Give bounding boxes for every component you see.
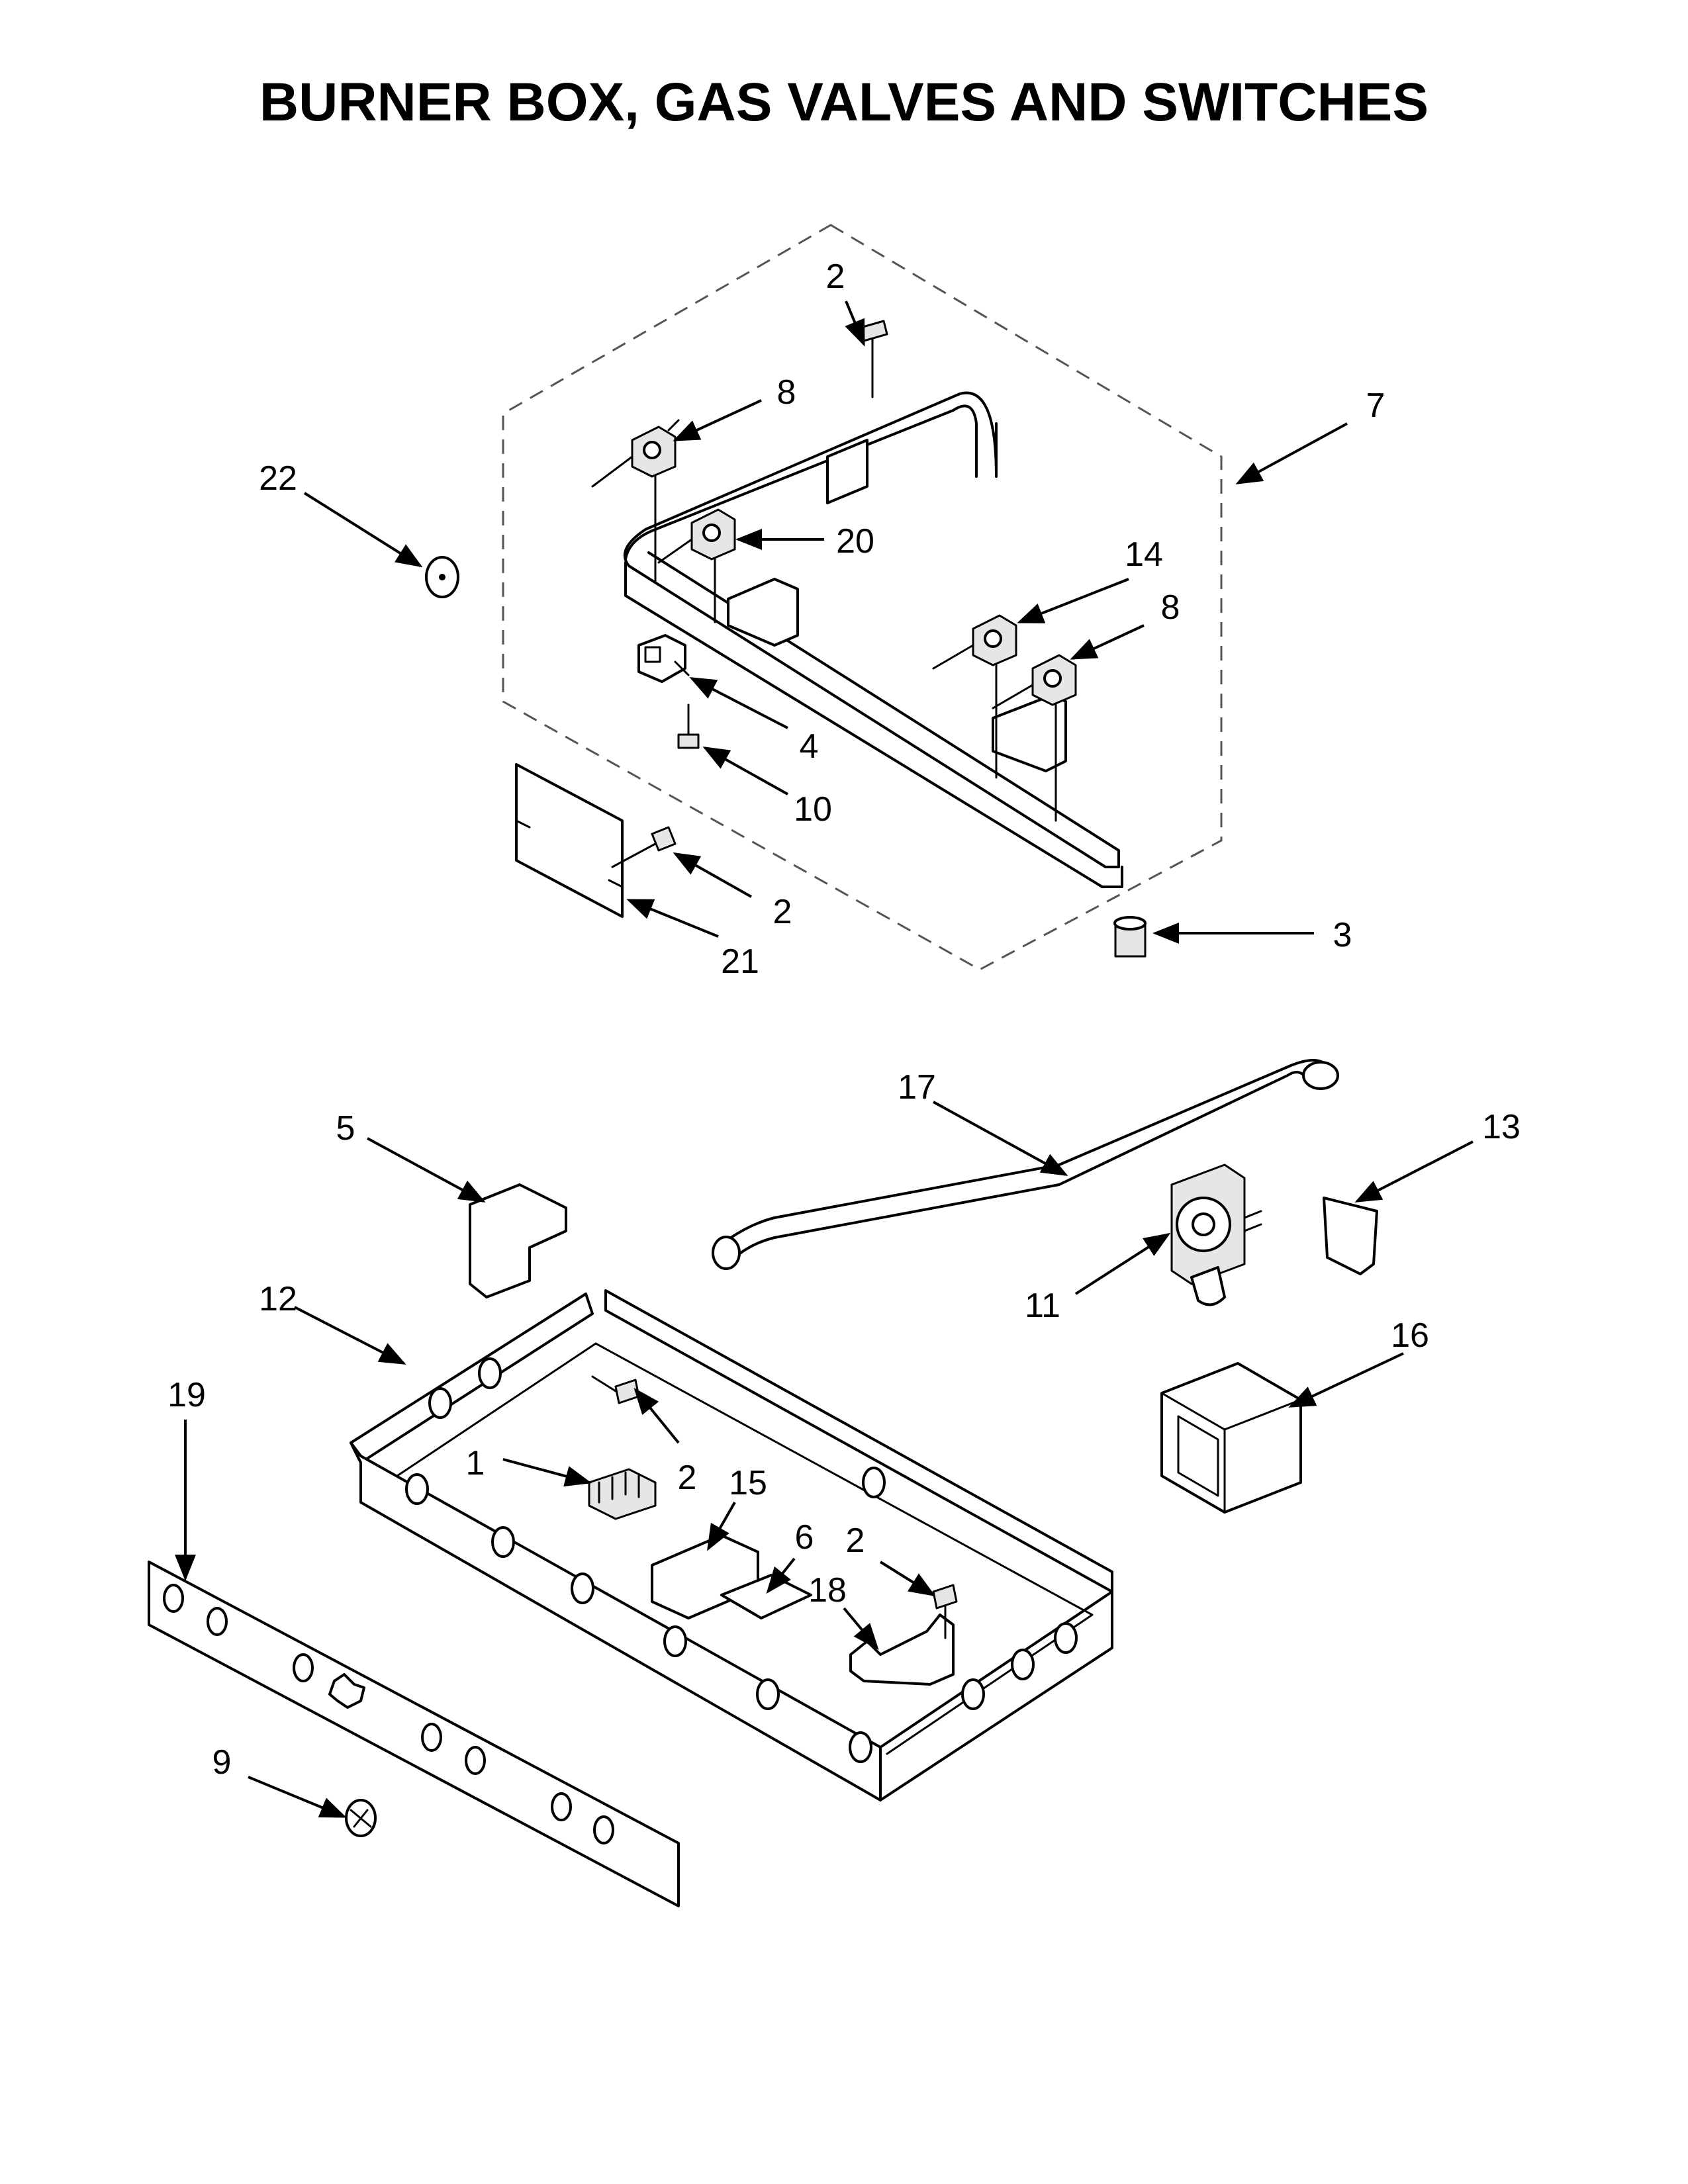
callout-3: 3 <box>1333 916 1352 954</box>
screw-top <box>859 320 888 398</box>
callout-15: 15 <box>729 1464 767 1502</box>
washer <box>425 556 459 598</box>
tray-holes <box>405 1357 1078 1763</box>
knob <box>345 1799 377 1837</box>
callout-labels: 2 8 7 22 20 14 8 4 10 2 21 3 17 13 5 11 … <box>167 257 1521 1782</box>
callout-11: 11 <box>1025 1287 1060 1325</box>
callout-5: 5 <box>336 1109 355 1148</box>
screw-small <box>677 704 700 749</box>
manifold-bracket-mid <box>727 578 799 647</box>
callout-2-tray: 2 <box>678 1459 697 1497</box>
junction-box <box>1160 1362 1302 1514</box>
pressure-regulator <box>1170 1163 1262 1306</box>
callout-21: 21 <box>721 942 759 981</box>
manifold-pipe <box>623 391 1120 868</box>
manifold-assembly-group <box>425 224 1223 971</box>
callout-2-bracket: 2 <box>846 1522 865 1560</box>
callout-20: 20 <box>836 522 874 561</box>
callout-8-right: 8 <box>1161 588 1180 627</box>
page-title: BURNER BOX, GAS VALVES AND SWITCHES <box>259 72 1429 132</box>
callout-19: 19 <box>167 1376 206 1414</box>
gas-valve-right-a <box>932 614 1017 779</box>
callout-arrows <box>175 300 1474 1818</box>
callout-1: 1 <box>466 1444 485 1482</box>
callout-7: 7 <box>1366 387 1385 425</box>
callout-6: 6 <box>795 1518 814 1557</box>
assembly-boundary <box>502 224 1223 971</box>
callout-18: 18 <box>808 1571 847 1610</box>
screw-lower-right <box>932 1584 958 1639</box>
bracket-clip <box>637 634 690 683</box>
mounting-bracket <box>469 1183 567 1298</box>
screw-lower-left <box>591 1375 640 1404</box>
callout-22: 22 <box>259 459 297 498</box>
corner-bracket <box>1323 1197 1378 1275</box>
switch-bracket <box>849 1614 955 1686</box>
callout-14: 14 <box>1125 535 1163 574</box>
cover-plate <box>515 763 624 918</box>
callout-9: 9 <box>212 1743 232 1782</box>
burner-box-tray <box>350 1289 1113 1801</box>
callout-2-plate: 2 <box>773 893 792 931</box>
manifold-pipe-lower <box>624 561 1123 888</box>
callout-16: 16 <box>1391 1316 1429 1355</box>
terminal-block <box>588 1468 657 1520</box>
burner-box-group <box>148 1059 1378 1907</box>
callout-10: 10 <box>794 790 832 829</box>
callout-2-top: 2 <box>826 257 845 296</box>
gas-valve-left-mid <box>657 508 736 623</box>
bolt-plate <box>611 826 677 868</box>
callout-4: 4 <box>800 727 819 766</box>
callout-17: 17 <box>898 1068 936 1107</box>
callout-8-left: 8 <box>777 373 796 412</box>
gas-valve-right-b <box>992 654 1077 822</box>
manifold-bracket-top <box>826 439 868 504</box>
callout-12: 12 <box>259 1280 297 1318</box>
callout-13: 13 <box>1482 1108 1521 1146</box>
pipe-fitting <box>1113 916 1147 958</box>
control-panel-strip <box>148 1561 680 1907</box>
